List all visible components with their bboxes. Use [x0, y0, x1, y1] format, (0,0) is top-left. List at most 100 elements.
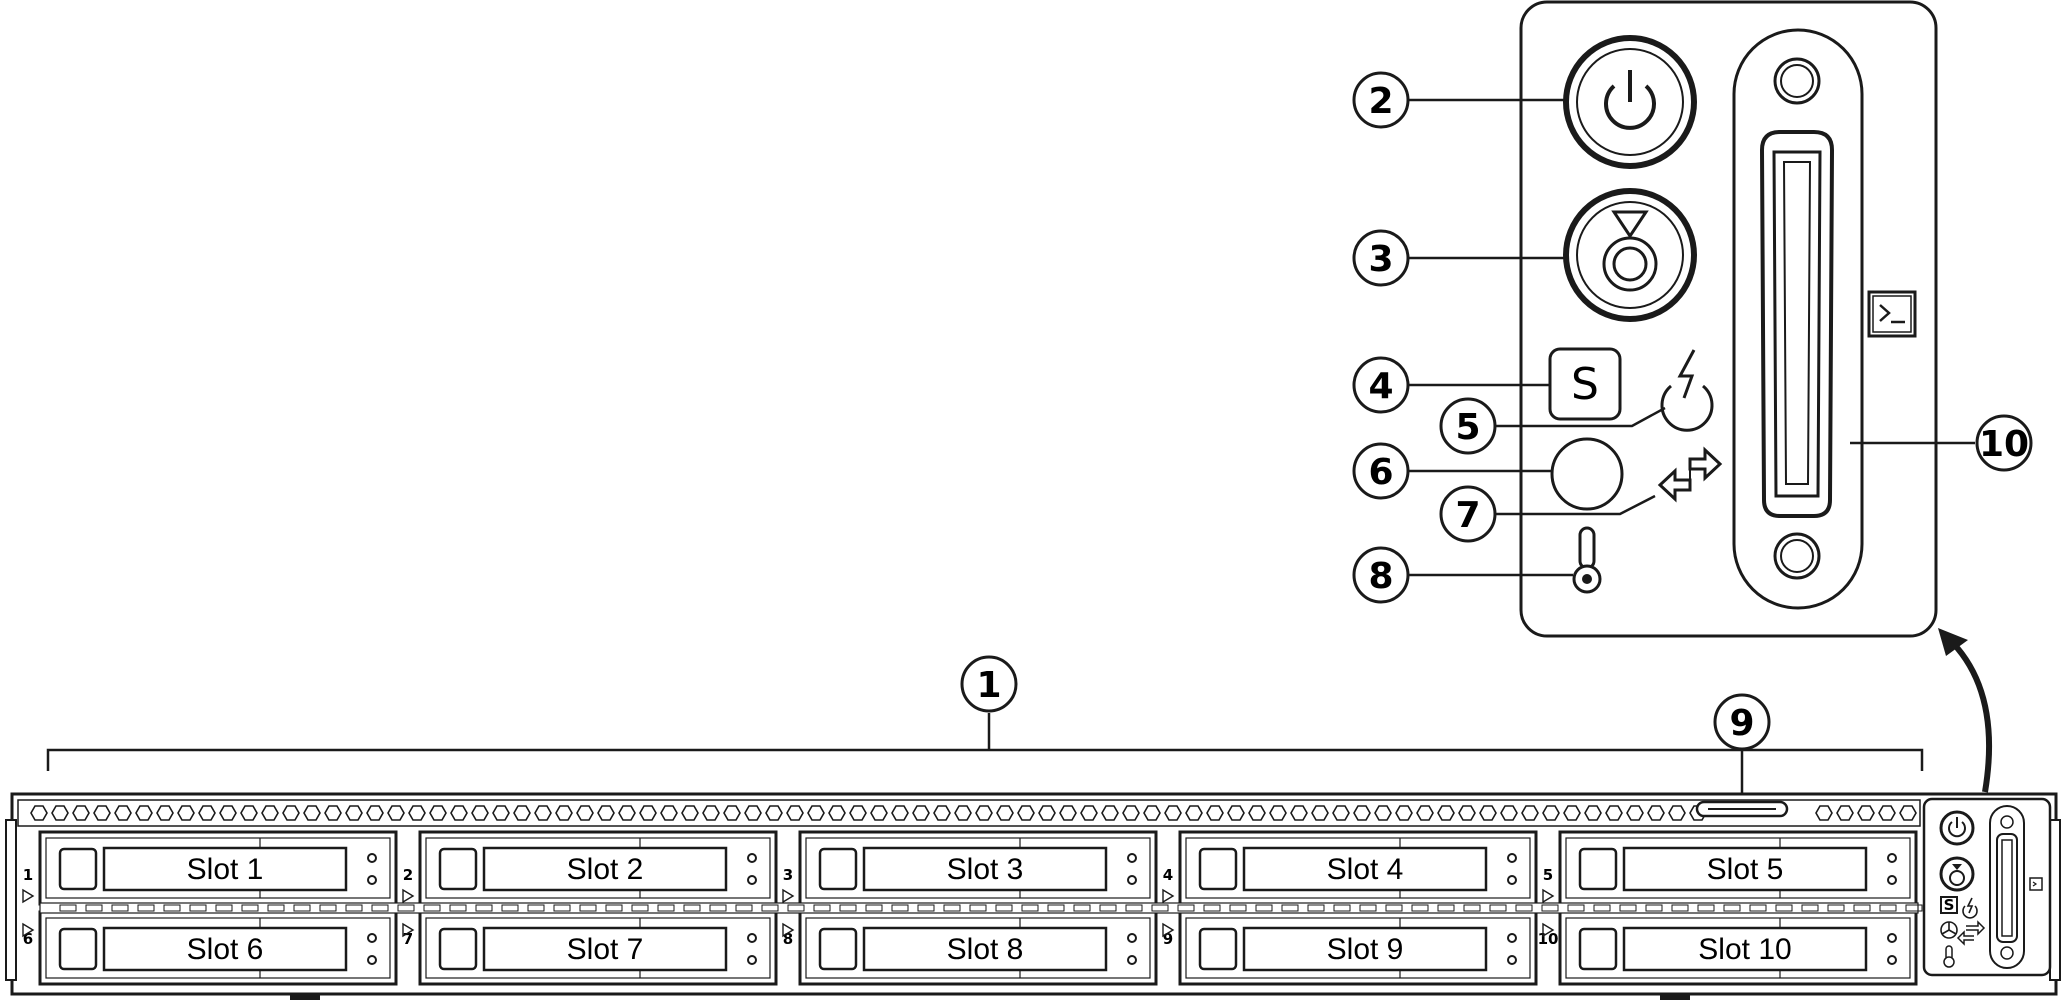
drive-release-latch[interactable]	[58, 847, 98, 891]
vent-hole	[576, 805, 594, 821]
drive-bay-slot-1[interactable]: Slot 1	[38, 830, 398, 906]
vent-hole	[198, 805, 216, 821]
vent-hole	[408, 805, 426, 821]
drive-fault-led	[747, 955, 757, 965]
bay-arrow-icon	[782, 888, 795, 904]
vent-hole	[366, 805, 384, 821]
vent-hole	[597, 805, 615, 821]
vent-hole	[471, 805, 489, 821]
drive-bay-slot-3[interactable]: Slot 3	[798, 830, 1158, 906]
callout-5: 5	[1439, 397, 1497, 455]
drive-fault-led	[367, 875, 377, 885]
bay-arrow-icon	[1542, 888, 1555, 904]
drive-release-latch[interactable]	[438, 927, 478, 971]
drive-release-latch[interactable]	[58, 927, 98, 971]
drive-release-latch[interactable]	[818, 927, 858, 971]
bay-number: 6	[23, 930, 33, 948]
drive-release-latch[interactable]	[1198, 847, 1238, 891]
control-panel-detail: S	[1519, 0, 1938, 638]
drive-slot-label: Slot 9	[1327, 933, 1404, 966]
vent-hole	[681, 805, 699, 821]
vent-hole	[72, 805, 90, 821]
callout-6: 6	[1352, 442, 1410, 500]
vent-hole	[219, 805, 237, 821]
vent-hole	[1563, 805, 1581, 821]
drive-bay-slot-4[interactable]: Slot 4	[1178, 830, 1538, 906]
locator-button[interactable]	[1563, 188, 1697, 322]
drive-slot-label: Slot 5	[1707, 853, 1784, 886]
vent-hole	[849, 805, 867, 821]
vent-hole	[1647, 805, 1665, 821]
power-icon	[1604, 70, 1656, 130]
vent-hole	[303, 805, 321, 821]
power-ok-icon	[1660, 349, 1714, 432]
vent-hole	[1626, 805, 1644, 821]
vent-hole	[1416, 805, 1434, 821]
vent-hole	[1290, 805, 1308, 821]
drive-release-latch[interactable]	[1578, 847, 1618, 891]
service-required-led: S	[1548, 347, 1622, 421]
drive-bay-slot-8[interactable]: Slot 8	[798, 910, 1158, 986]
callout-number: 5	[1455, 407, 1480, 448]
vent-hole	[1080, 805, 1098, 821]
callout-number: 6	[1368, 452, 1393, 493]
callout-number: 7	[1455, 495, 1480, 536]
drive-bay-slot-2[interactable]: Slot 2	[418, 830, 778, 906]
callout-8: 8	[1352, 546, 1410, 604]
drive-label-plate	[482, 846, 728, 892]
status-led	[1550, 437, 1624, 511]
vent-hole	[1395, 805, 1413, 821]
bay-arrow-icon	[1542, 922, 1555, 938]
bay-number: 5	[1543, 866, 1553, 884]
vent-hole	[1206, 805, 1224, 821]
callout-4: 4	[1352, 356, 1410, 414]
bay-arrow-icon	[22, 922, 35, 938]
drive-release-latch[interactable]	[1578, 927, 1618, 971]
drive-bay-slot-10[interactable]: Slot 10	[1558, 910, 1918, 986]
drive-bay-slot-9[interactable]: Slot 9	[1178, 910, 1538, 986]
drive-bay-slot-7[interactable]: Slot 7	[418, 910, 778, 986]
locator-icon	[1602, 210, 1658, 292]
drive-slot-label: Slot 7	[567, 933, 644, 966]
vent-hole	[891, 805, 909, 821]
pull-out-tab[interactable]	[1695, 800, 1789, 818]
vent-hole	[639, 805, 657, 821]
front-control-panel: S	[1922, 797, 2052, 977]
drive-release-latch[interactable]	[818, 847, 858, 891]
vent-hole	[723, 805, 741, 821]
mini-serial-port[interactable]	[1989, 805, 2025, 969]
vent-hole	[1521, 805, 1539, 821]
vent-hole	[1836, 805, 1854, 821]
vent-hole	[1584, 805, 1602, 821]
vent-hole	[1059, 805, 1077, 821]
drive-activity-led	[367, 933, 377, 943]
mini-console-icon	[2029, 877, 2043, 891]
drive-label-plate	[862, 846, 1108, 892]
vent-hole	[1857, 805, 1875, 821]
drive-bay-slot-5[interactable]: Slot 5	[1558, 830, 1918, 906]
svg-text:S: S	[1944, 896, 1955, 914]
serial-port[interactable]	[1732, 28, 1864, 610]
vent-hole	[450, 805, 468, 821]
vent-hole	[828, 805, 846, 821]
mini-locator-button[interactable]	[1939, 856, 1975, 892]
vent-hole	[1122, 805, 1140, 821]
power-button[interactable]	[1563, 35, 1697, 169]
vent-hole	[744, 805, 762, 821]
callout-7: 7	[1439, 485, 1497, 543]
bay-number: 3	[783, 866, 793, 884]
drive-activity-led	[1887, 933, 1897, 943]
drive-fault-led	[1887, 875, 1897, 885]
mini-power-button[interactable]	[1939, 810, 1975, 846]
vent-hole	[1185, 805, 1203, 821]
drive-release-latch[interactable]	[1198, 927, 1238, 971]
vent-hole	[156, 805, 174, 821]
vent-hole	[534, 805, 552, 821]
drive-bay-slot-6[interactable]: Slot 6	[38, 910, 398, 986]
vent-hole	[996, 805, 1014, 821]
bay-arrow-icon	[402, 888, 415, 904]
drive-release-latch[interactable]	[438, 847, 478, 891]
console-icon	[1867, 290, 1917, 338]
